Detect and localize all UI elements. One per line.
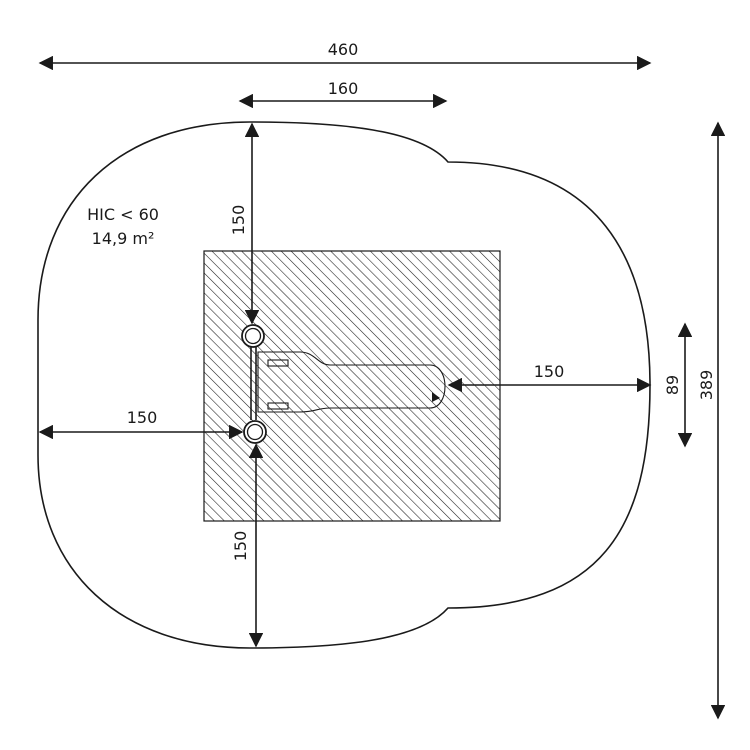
dim-label-bottom-clearance: 150 <box>231 531 250 562</box>
label-hic: HIC < 60 <box>87 205 159 224</box>
dim-label-right-clearance: 150 <box>534 362 565 381</box>
post-top <box>241 324 265 348</box>
dim-label-equipment-depth: 89 <box>663 375 682 395</box>
post-bottom <box>243 420 267 444</box>
label-area: 14,9 m² <box>92 229 155 248</box>
dim-label-left-clearance: 150 <box>127 408 158 427</box>
safety-zone-outline <box>37 121 651 649</box>
dim-label-overall-depth: 389 <box>697 370 716 401</box>
equipment-outline <box>250 345 446 420</box>
impact-surface-hatched <box>203 250 501 522</box>
dim-label-overall-width: 460 <box>328 40 359 59</box>
dim-label-equipment-width: 160 <box>328 79 359 98</box>
dim-label-top-clearance: 150 <box>229 205 248 236</box>
